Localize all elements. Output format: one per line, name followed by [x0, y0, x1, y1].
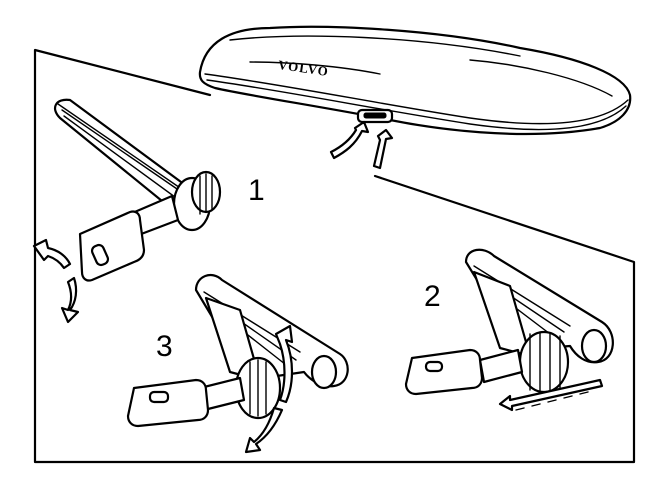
step-label-3: 3	[156, 330, 173, 363]
pointer-arrow-left	[329, 120, 370, 160]
pointer-arrow-right	[372, 128, 394, 170]
step-label-1: 1	[248, 174, 265, 207]
rotate-arrow-down-3	[244, 406, 284, 454]
rotate-arrow-up-3	[274, 324, 294, 404]
step-3-illustration	[126, 273, 349, 454]
step-2-illustration	[404, 248, 614, 412]
step-1-illustration	[32, 98, 222, 324]
rotate-arrow-down	[60, 276, 80, 324]
rotate-arrow-up	[32, 238, 72, 270]
perspective-frame	[33, 48, 636, 464]
brand-logo: VOLVO	[277, 57, 330, 79]
push-arrow	[498, 378, 604, 412]
roof-box: VOLVO	[198, 25, 632, 136]
step-label-2: 2	[424, 280, 441, 313]
